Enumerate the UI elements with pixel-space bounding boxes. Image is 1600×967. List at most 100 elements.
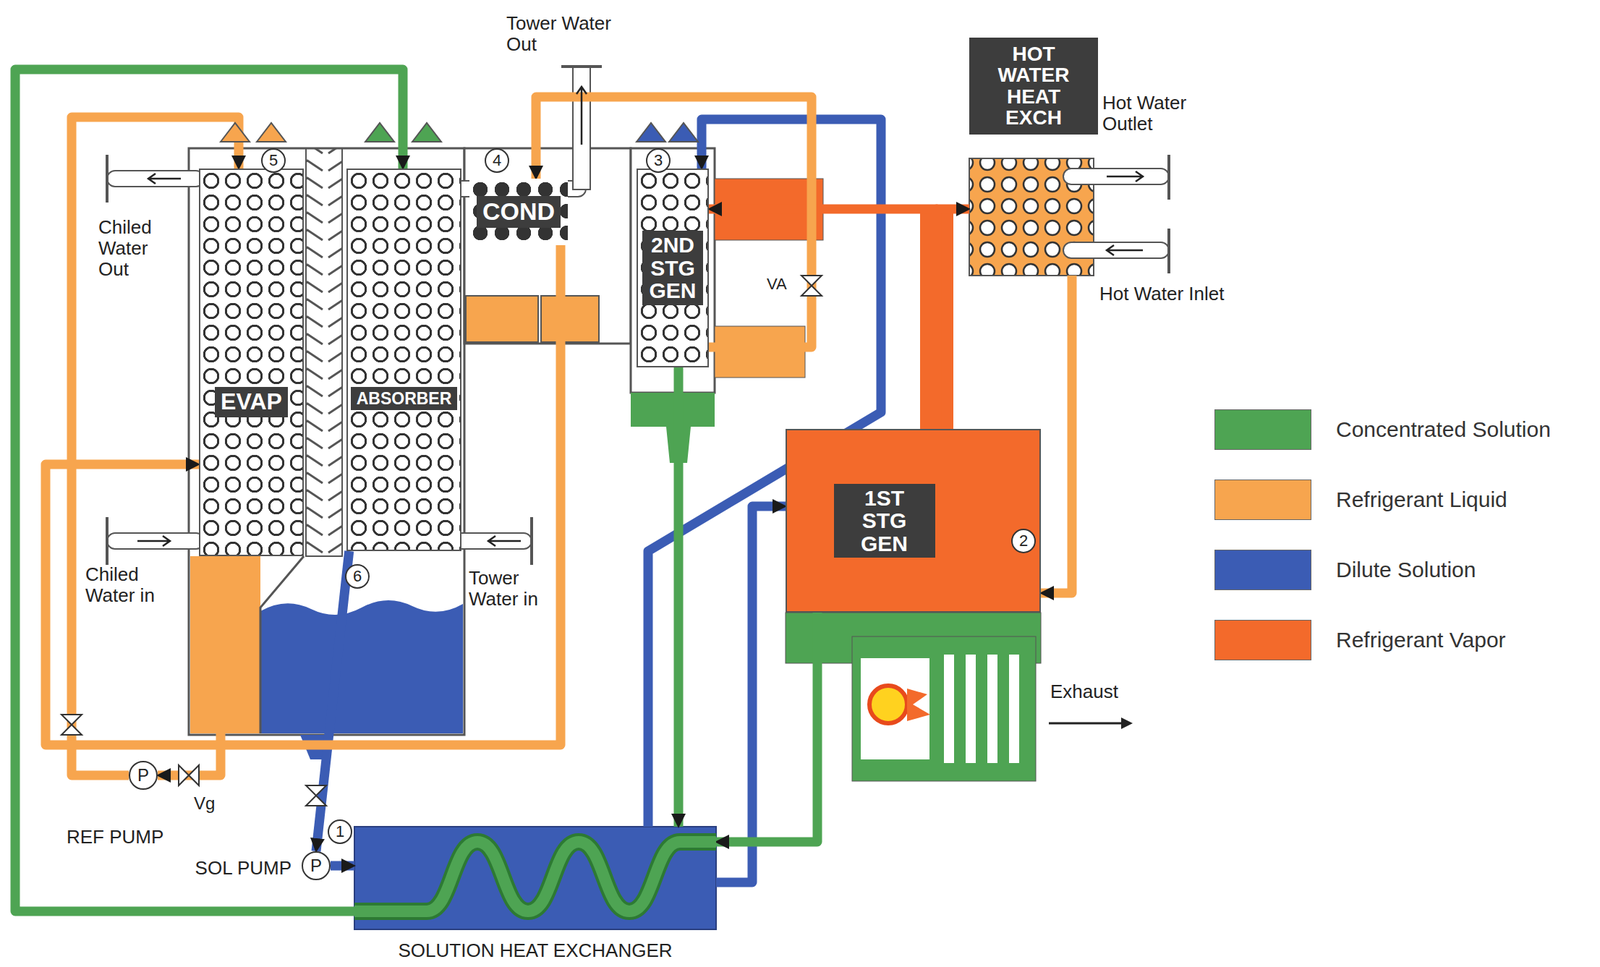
pipe-connector bbox=[708, 209, 937, 429]
pipe-label: Hot Water Outlet bbox=[1102, 92, 1233, 135]
eliminator bbox=[305, 148, 343, 557]
valve-symbol bbox=[801, 275, 822, 296]
component-label: COND bbox=[476, 196, 561, 228]
condenser-section: COND bbox=[469, 178, 568, 246]
hot-water-pipe bbox=[1063, 168, 1169, 185]
pipe-label: Tower Water Out bbox=[506, 13, 626, 55]
chilled-water-pipe bbox=[107, 533, 204, 550]
component-label: 2ND STG GEN bbox=[642, 230, 704, 306]
pipe-flange bbox=[105, 154, 109, 203]
pipe-flange bbox=[1167, 228, 1171, 274]
furnace bbox=[852, 636, 1036, 782]
spray-nozzle bbox=[220, 122, 286, 142]
solution-exchanger-body bbox=[354, 826, 717, 930]
legend-swatch bbox=[1214, 619, 1312, 661]
burner-flame bbox=[869, 685, 908, 724]
pipe-connector bbox=[330, 861, 355, 871]
second-stage-generator: 2ND STG GEN bbox=[636, 168, 709, 368]
pump-symbol-letter: P bbox=[310, 857, 322, 875]
pipe-connector bbox=[157, 556, 221, 776]
legend-text: Refrigerant Liquid bbox=[1335, 487, 1508, 513]
chilled-water-pipe bbox=[107, 170, 204, 187]
legend-swatch bbox=[1214, 549, 1312, 591]
pipe-label: Hot Water Inlet bbox=[1099, 283, 1230, 305]
condenser-shell bbox=[464, 148, 631, 344]
exchanger-coil bbox=[354, 841, 717, 912]
pipe-connector bbox=[716, 612, 818, 842]
spray-nozzle bbox=[636, 122, 699, 142]
pipe-connector bbox=[674, 367, 684, 827]
hot-water-heat-exchanger: HOT WATER HEAT EXCH bbox=[969, 37, 1099, 276]
pipe-connector bbox=[716, 506, 786, 883]
absorber-section: ABSORBER bbox=[346, 168, 463, 552]
exchanger-label: SOLUTION HEAT EXCHANGER bbox=[398, 939, 673, 963]
callout-number: 6 bbox=[345, 564, 370, 589]
component-label: 1ST STG GEN bbox=[833, 483, 936, 559]
pipe-connector bbox=[15, 69, 403, 912]
condensate-pool bbox=[465, 295, 539, 343]
flow-arrow bbox=[1121, 717, 1133, 730]
component-label: EVAP bbox=[214, 386, 288, 418]
component-label: ABSORBER bbox=[350, 386, 458, 411]
evaporator-section: EVAP bbox=[198, 168, 304, 557]
callout-number: 4 bbox=[484, 148, 510, 173]
valve-symbol bbox=[305, 785, 327, 806]
evap-absorber-shell bbox=[188, 148, 465, 735]
pipe-flange bbox=[105, 517, 109, 565]
legend-text: Concentrated Solution bbox=[1335, 417, 1551, 442]
sump-divider bbox=[260, 556, 304, 734]
callout-number: 1 bbox=[327, 819, 353, 845]
pipe-connector bbox=[1040, 275, 1072, 594]
callout-number: 3 bbox=[645, 148, 671, 173]
valve-label: Vg bbox=[193, 794, 215, 814]
legend-row: Refrigerant Liquid bbox=[1214, 479, 1508, 521]
dilute-solution-sump bbox=[260, 600, 463, 734]
spray-nozzle bbox=[365, 122, 442, 142]
concentrate-sump bbox=[630, 392, 715, 463]
first-stage-generator: 1ST STG GEN bbox=[785, 428, 1041, 613]
legend-text: Refrigerant Vapor bbox=[1335, 627, 1506, 653]
flow-arrow bbox=[1048, 722, 1122, 725]
hot-water-pipe bbox=[1063, 242, 1169, 259]
pipe-flange bbox=[561, 65, 602, 68]
pump-label: SOL PUMP bbox=[195, 857, 292, 880]
exchanger-coil-outline bbox=[354, 841, 717, 912]
flow-arrow bbox=[1106, 171, 1143, 182]
callout-number: 2 bbox=[1011, 528, 1036, 554]
valve-symbol bbox=[178, 765, 199, 786]
pipe-flange bbox=[530, 517, 534, 565]
legend-row: Refrigerant Vapor bbox=[1214, 619, 1506, 661]
pipe-connector bbox=[936, 209, 970, 429]
flow-arrow bbox=[148, 173, 181, 184]
flow-arrow bbox=[488, 535, 521, 547]
solution-pump: PSOL PUMP bbox=[301, 851, 331, 881]
solution-heat-exchanger: SOLUTION HEAT EXCHANGER bbox=[354, 826, 717, 964]
generator-shell bbox=[630, 148, 715, 393]
pipe-label: Chiled Water Out bbox=[98, 216, 171, 280]
pump-label: REF PUMP bbox=[66, 826, 164, 849]
condensate-pool bbox=[541, 295, 599, 343]
flame-chamber bbox=[860, 658, 930, 760]
flow-arrow bbox=[576, 86, 587, 145]
flow-arrow bbox=[1106, 245, 1143, 256]
tower-water-pipe bbox=[572, 66, 591, 190]
legend-text: Dilute Solution bbox=[1335, 557, 1476, 583]
legend-swatch bbox=[1214, 479, 1312, 521]
pipe-label: Chiled Water in bbox=[85, 564, 176, 607]
callout-number: 5 bbox=[261, 148, 286, 173]
valve-symbol bbox=[61, 714, 82, 735]
pipe-flange bbox=[1167, 154, 1171, 200]
burner-flame bbox=[907, 688, 931, 722]
refrigerant-pump: PREF PUMP bbox=[128, 760, 158, 790]
pipe-label: Tower Water in bbox=[468, 567, 549, 610]
flue-fin bbox=[1009, 654, 1020, 764]
component-label: HOT WATER HEAT EXCH bbox=[969, 37, 1099, 135]
flue-fin bbox=[987, 654, 998, 764]
pump-symbol-letter: P bbox=[137, 766, 150, 785]
legend-row: Concentrated Solution bbox=[1214, 409, 1551, 450]
legend-swatch bbox=[1214, 409, 1312, 450]
exhaust-label: Exhaust bbox=[1050, 681, 1119, 703]
valve-label: VA bbox=[766, 275, 787, 294]
legend-row: Dilute Solution bbox=[1214, 549, 1476, 591]
